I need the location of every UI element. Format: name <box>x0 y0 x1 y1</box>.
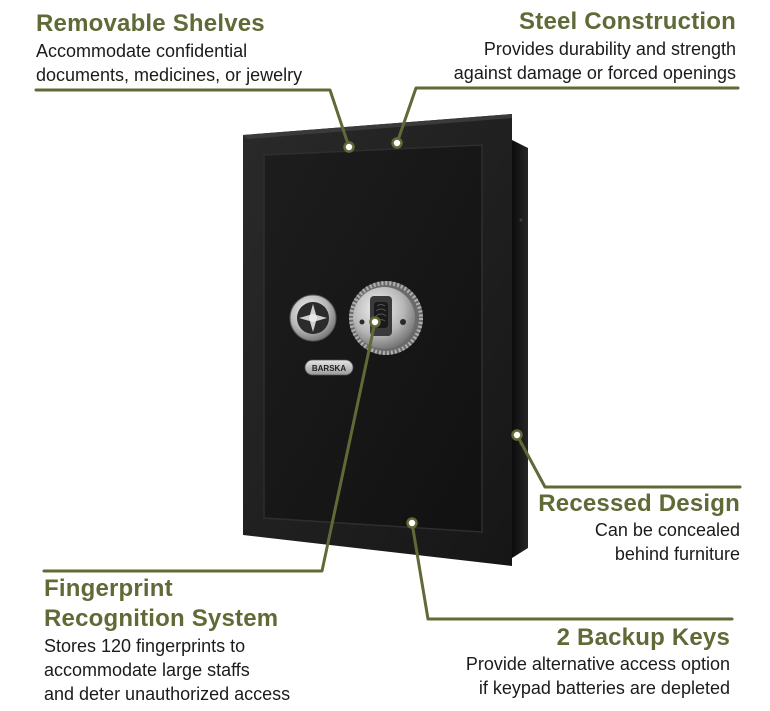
brand-plate: BARSKA <box>304 359 354 376</box>
callout-description-line: behind furniture <box>614 544 740 564</box>
leader-line-keys <box>410 521 734 621</box>
callout-description-line: and deter unauthorized access <box>44 684 291 704</box>
recessed-box <box>512 140 528 558</box>
leader-line-steel <box>395 86 740 145</box>
callout-description-line: accommodate large staffs <box>44 660 250 680</box>
callout-title: 2 Backup Keys <box>556 624 730 651</box>
leader-lines <box>34 86 742 621</box>
callout-anchor-dots <box>343 137 523 529</box>
fingerprint-scanner <box>349 281 423 355</box>
anchor-dot-shelves <box>343 141 355 153</box>
brand-logo-text: BARSKA <box>312 364 346 373</box>
callout-description-line: Provides durability and strength <box>483 39 736 59</box>
callout-title: Fingerprint <box>44 575 173 602</box>
callout-description-line: Stores 120 fingerprints to <box>44 636 246 656</box>
anchor-dot-recessed <box>511 429 523 441</box>
leader-line-fingerprint <box>42 320 377 573</box>
leader-line-shelves <box>34 88 351 149</box>
anchor-dot-keys <box>406 517 418 529</box>
callout-description-line: Can be concealed <box>594 520 740 540</box>
leader-line-recessed <box>515 433 742 489</box>
callout-description-line: Accommodate confidential <box>36 41 248 61</box>
callout-description-line: against damage or forced openings <box>453 63 736 83</box>
door-handle-knob <box>289 294 337 342</box>
callout-description-line: documents, medicines, or jewelry <box>36 65 303 85</box>
anchor-dot-fingerprint <box>369 316 381 328</box>
callout-title: Recognition System <box>44 605 279 632</box>
callout-description-line: Provide alternative access option <box>465 654 730 674</box>
callout-description-line: if keypad batteries are depleted <box>478 678 730 698</box>
callout-title: Steel Construction <box>519 8 736 35</box>
callout-title: Removable Shelves <box>36 10 265 37</box>
callout-title: Recessed Design <box>538 490 740 517</box>
anchor-dot-steel <box>391 137 403 149</box>
